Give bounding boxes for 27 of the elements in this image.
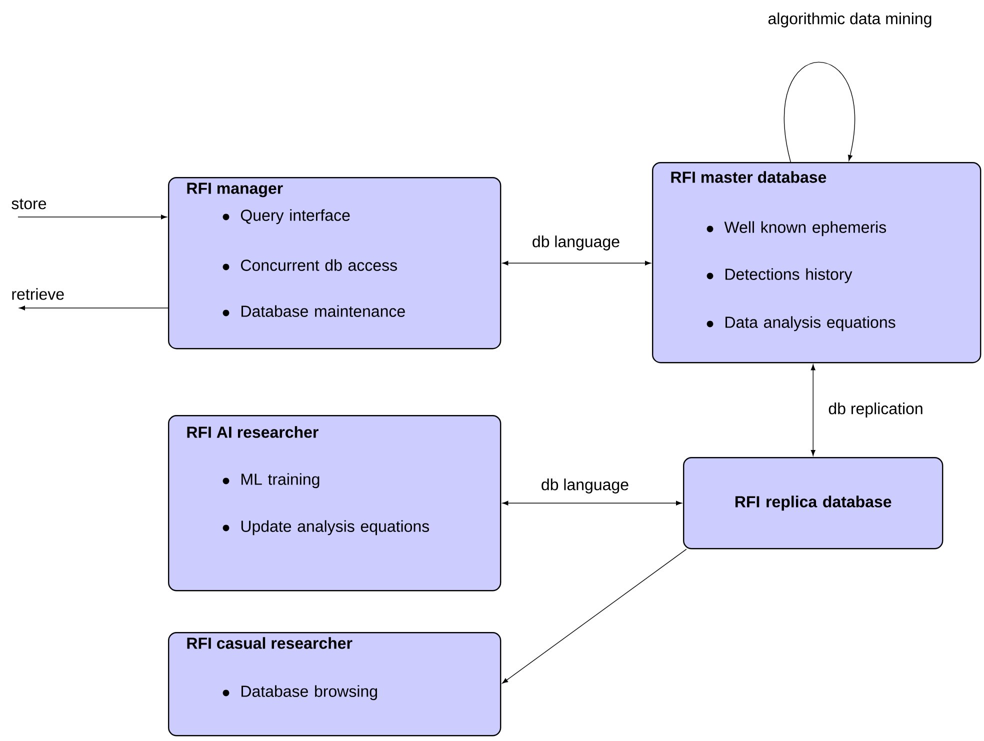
arrow <box>784 62 855 162</box>
edge-label: db language <box>530 234 622 252</box>
edge-label: db language <box>540 478 630 494</box>
edge-label: retrieve <box>10 287 66 301</box>
bullet-item: Query interface <box>222 209 350 224</box>
bullet-item: Concurrent db access <box>222 259 397 271</box>
arrow <box>18 214 167 220</box>
arrow <box>502 500 682 506</box>
box-title: RFI manager <box>187 182 283 198</box>
box-title: RFI AI researcher <box>187 426 318 438</box>
box-title: RFI casual researcher <box>187 637 352 649</box>
bullet-item: Update analysis equations <box>222 520 430 536</box>
bullet-item: Well known ephemeris <box>706 221 886 236</box>
box-title: RFI master database <box>671 171 826 183</box>
bullet-item: Data analysis equations <box>706 316 896 332</box>
arrow <box>502 548 687 684</box>
arrow <box>810 364 816 456</box>
edge-label: db replication <box>827 402 924 418</box>
edge-label: algorithmic data mining <box>766 12 934 28</box>
arrow <box>502 260 651 266</box>
bullet-item: ML training <box>222 473 320 488</box>
edge-label: store <box>10 198 48 210</box>
box-title: RFI replica database <box>735 496 892 511</box>
arrow <box>19 306 168 310</box>
bullet-item: Database maintenance <box>222 305 405 317</box>
bullet-item: Database browsing <box>222 685 377 700</box>
bullet-item: Detections history <box>706 268 852 284</box>
